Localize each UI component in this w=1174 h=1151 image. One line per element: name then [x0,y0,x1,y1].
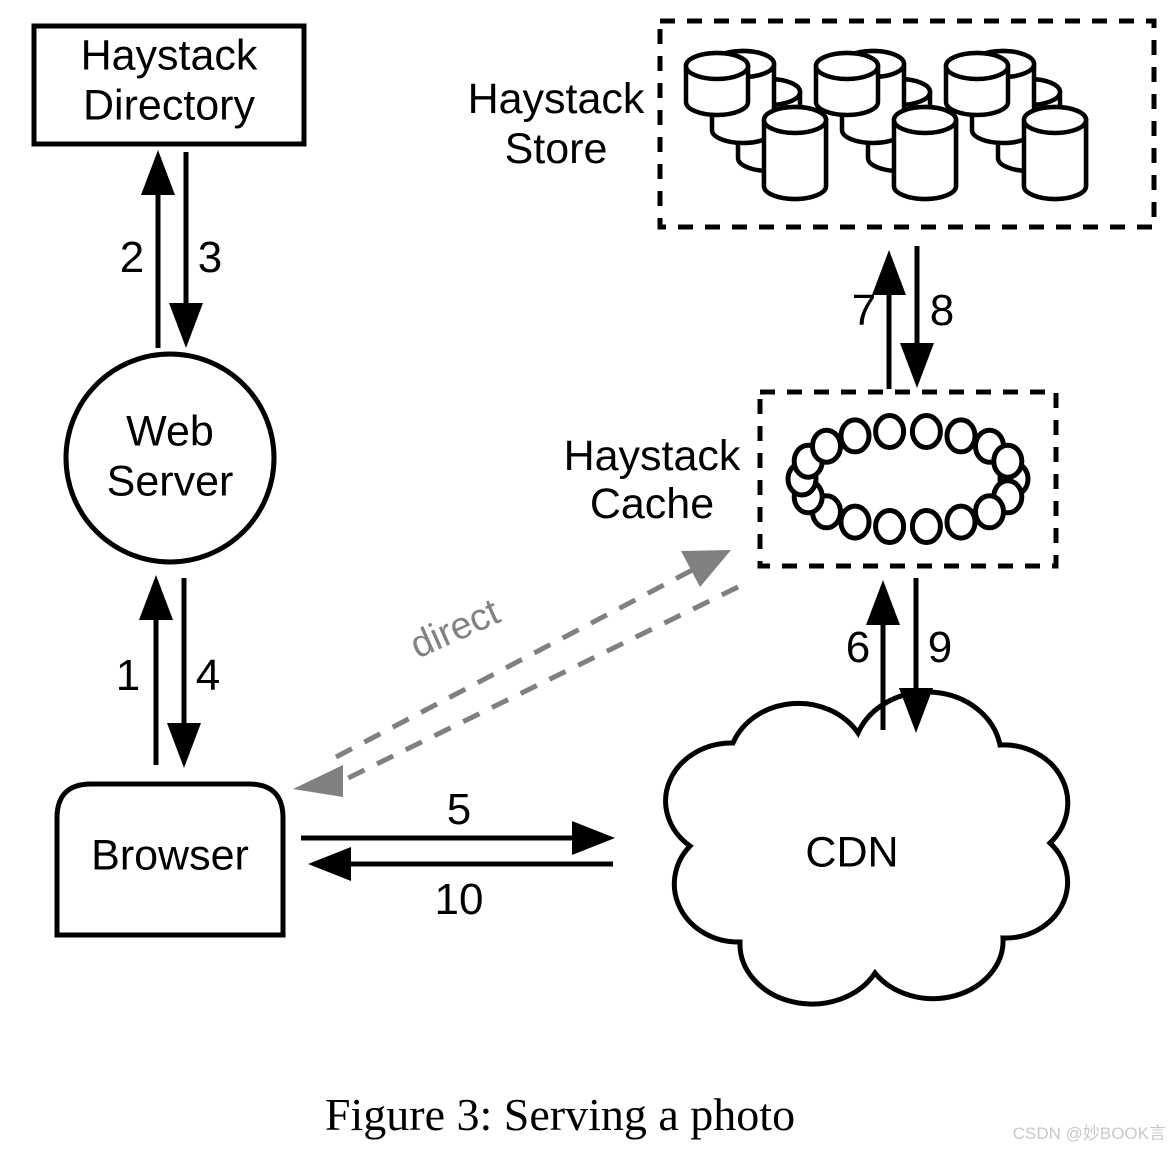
csdn-watermark: CSDN @妙BOOK言 [1013,1124,1166,1143]
edge-direct[interactable]: direct [293,550,740,797]
browser-label: Browser [91,831,249,879]
edge-1[interactable]: 1 [116,575,173,765]
haystack-cache-label-line1: Haystack [564,432,741,480]
edge-9[interactable]: 9 [899,578,952,733]
edge-5-arrowhead [572,821,615,855]
node-cdn[interactable]: CDN [663,689,1071,1007]
edge-5[interactable]: 5 [301,785,615,855]
edge-8-arrowhead [900,343,934,388]
edge-7-arrowhead [872,250,906,295]
edge-direct-arrowhead-up [681,550,731,587]
edge-3[interactable]: 3 [169,152,222,348]
edge-8[interactable]: 8 [900,246,954,388]
cache-ring-node [873,413,907,450]
browser-shape [54,781,286,938]
edge-6-arrowhead [866,580,900,625]
disk-cylinder-front [891,104,959,202]
cache-ring-node [838,417,872,455]
edge-1-arrowhead [139,575,173,620]
node-browser[interactable]: Browser [54,781,286,938]
edge-4-arrowhead [167,723,201,768]
edge-7-label: 7 [852,286,876,335]
disk-cylinder [943,50,1011,118]
node-haystack-store[interactable]: Haystack Store [468,18,1157,230]
disk-cylinder [683,50,751,118]
cache-ring-node [944,417,978,455]
figure-caption: Figure 3: Serving a photo [325,1089,795,1140]
edge-5-label: 5 [447,785,471,834]
edge-6[interactable]: 6 [846,580,900,730]
haystack-directory-box [31,23,307,147]
edge-2[interactable]: 2 [120,150,175,348]
edge-6-label: 6 [846,623,870,672]
edge-direct-arrowhead-down [293,765,343,797]
web-server-label-line1: Web [126,407,214,455]
edge-9-arrowhead [899,688,933,733]
edge-direct-label: direct [404,591,506,667]
web-server-label-line2: Server [107,457,234,505]
cache-node-ring [785,413,1031,545]
cache-ring-node [991,442,1025,480]
cache-ring-node [909,508,943,545]
haystack-cache-label-line2: Cache [590,480,714,528]
cache-ring-node [944,503,978,541]
haystack-directory-label-line2: Directory [83,81,256,129]
edge-2-arrowhead [141,150,175,195]
edge-3-arrowhead [169,303,203,348]
disk-cylinder [813,50,881,118]
disk-stack-group [943,48,1089,202]
haystack-store-label-line1: Haystack [468,75,645,123]
cache-ring-node [873,508,907,545]
edge-direct-line-down [338,584,740,785]
edge-8-label: 8 [930,286,954,335]
cache-ring-node [973,493,1006,531]
edge-10[interactable]: 10 [308,847,613,924]
edge-4-label: 4 [196,651,220,700]
cdn-label: CDN [805,828,898,876]
haystack-store-label-line2: Store [505,125,608,173]
edge-10-label: 10 [435,875,484,924]
edge-2-label: 2 [120,233,144,282]
node-haystack-cache[interactable]: Haystack Cache [564,389,1059,569]
disk-stack-group [813,48,959,202]
edge-3-label: 3 [198,233,222,282]
cache-ring-node [909,413,943,450]
node-haystack-directory[interactable]: Haystack Directory [31,23,307,147]
edge-7[interactable]: 7 [852,250,906,389]
node-web-server[interactable]: Web Server [63,351,277,565]
disk-cylinder-front [1021,104,1089,202]
haystack-directory-label-line1: Haystack [81,31,258,79]
disk-stack-group [683,48,829,202]
cache-ring-node [838,503,872,541]
edge-9-label: 9 [928,623,952,672]
haystack-cache-box [757,389,1059,569]
web-server-circle [63,351,277,565]
haystack-store-box [657,18,1157,230]
edge-10-arrowhead [308,847,351,881]
cache-ring-node [810,427,843,465]
edge-4[interactable]: 4 [167,578,220,768]
edge-direct-line-up [334,563,702,760]
disk-cylinder-front [761,104,829,202]
edge-1-label: 1 [116,651,140,700]
